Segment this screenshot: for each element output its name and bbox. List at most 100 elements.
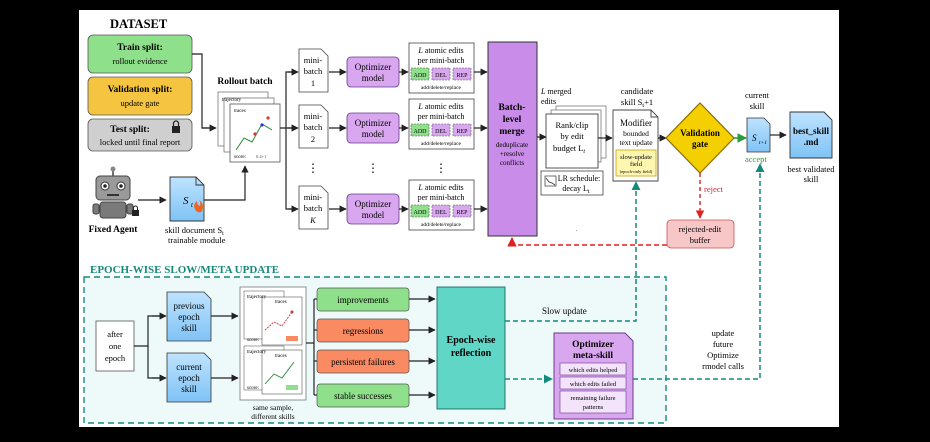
slow-update-field [615, 149, 657, 177]
skill-caption-1: skill document St [165, 225, 224, 237]
meta-item-label-a: remaining failure [571, 395, 616, 402]
after-one-epoch-box: after one epoch [95, 320, 135, 372]
edit-op-rep [452, 204, 472, 218]
svg-text:reflection: reflection [451, 348, 492, 359]
dataset-title: DATASET [110, 17, 168, 31]
edit-op-label: ADD [414, 129, 428, 135]
cards-caption-2: different skills [251, 412, 294, 421]
svg-text:LR schedule:: LR schedule: [558, 174, 600, 183]
update-text-1: update [712, 328, 735, 338]
meta-update-arrow [633, 163, 765, 380]
best-caption-1: best validated [788, 164, 836, 174]
svg-text:deduplicate: deduplicate [496, 141, 528, 149]
train-split-title: Train split: [117, 43, 162, 53]
category-4: stable successes [316, 383, 410, 408]
svg-text:Epoch-wise: Epoch-wise [447, 335, 496, 346]
slow-update-arrow [505, 181, 641, 322]
category-1: improvements [316, 287, 410, 312]
reject-label: reject [704, 184, 724, 194]
svg-text:previous: previous [174, 301, 205, 311]
current-skill-label-1: current [745, 90, 770, 100]
edit-op-label: DEL [435, 129, 447, 135]
edits-subtitle: per mini-batch [418, 56, 465, 65]
edit-op-add [410, 204, 430, 218]
svg-text:slow-update: slow-update [620, 154, 652, 161]
test-split-box: Test split: locked until final report [87, 118, 193, 152]
svg-text:best_skill: best_skill [793, 126, 830, 136]
train-split-box: Train split: rollout evidence [87, 34, 193, 74]
edit-op-del [431, 123, 451, 137]
update-text-3: Optimize [707, 350, 739, 360]
svg-text:level: level [503, 115, 522, 125]
minibatch-k: mini- batch K [298, 185, 329, 230]
svg-text:traces: traces [275, 354, 287, 359]
rollout-score-label: score: [234, 155, 246, 160]
svg-text:decay Lt: decay Lt [562, 184, 590, 195]
svg-text:mini-: mini- [304, 55, 323, 65]
svg-text:trajectory: trajectory [247, 350, 267, 355]
test-split-sub: locked until final report [100, 137, 181, 147]
meta-item-label: which edits failed [570, 381, 617, 388]
svg-text:budget Lt: budget Lt [553, 143, 585, 155]
optimizer-meta-skill: Optimizer meta-skill which edits helpedw… [553, 332, 634, 420]
svg-text:.md: .md [804, 137, 819, 147]
svg-text:⋮: ⋮ [435, 161, 447, 175]
merged-edits-label-1: L merged [540, 87, 571, 96]
edit-op-label: REP [456, 73, 468, 79]
slow-update-label: Slow update [542, 306, 587, 316]
accept-label: accept [745, 154, 767, 164]
category-2: regressions [316, 318, 410, 343]
best-caption-2: skill [804, 174, 819, 184]
rollout-card-label-1: trajectory [222, 98, 242, 103]
meta-item-box [559, 376, 627, 390]
minibatch-2: mini- batch 2 [298, 104, 329, 149]
svg-text:batch: batch [304, 66, 323, 76]
meta-skill-items: which edits helped which edits failed rema… [559, 362, 627, 414]
svg-text:after: after [107, 329, 123, 339]
svg-text:traces: traces [275, 300, 287, 305]
meta-item-box [559, 390, 627, 414]
edit-op-del [431, 204, 451, 218]
minibatch-dots: ⋮ [307, 161, 319, 175]
current-skill-document: S t+1 [746, 117, 771, 153]
edits-title: L atomic edits [417, 183, 463, 192]
optimizer-model-k: Optimizer model [346, 193, 400, 225]
svg-text:⋮: ⋮ [367, 161, 379, 175]
fire-icon [194, 200, 203, 213]
minibatch-1: mini- batch 1 [298, 48, 329, 93]
current-skill-label-2: skill [750, 101, 765, 111]
meta-item-label: which edits helped [569, 367, 618, 374]
svg-text:Optimizer: Optimizer [355, 199, 392, 209]
lock-icon [172, 120, 180, 133]
svg-text:epoch: epoch [178, 312, 200, 322]
svg-text:meta-skill: meta-skill [573, 351, 613, 361]
edits-caption: add/delete/replace [421, 85, 462, 91]
svg-text:batch: batch [304, 203, 323, 213]
rollout-score-value: 0.4+1 [256, 154, 266, 159]
category-label: stable successes [334, 391, 392, 401]
skill-symbol-sub: t [191, 201, 194, 209]
svg-text:epoch: epoch [178, 373, 200, 383]
edit-op-del [431, 67, 451, 81]
modifier-document: Modifier bounded text update slow-update… [612, 109, 659, 182]
rollout-title: Rollout batch [217, 77, 273, 87]
candidate-label-1: candidate [621, 86, 654, 96]
meta-item-label-b: patterns [583, 404, 604, 411]
svg-text:Rank/clip: Rank/clip [555, 120, 588, 130]
edits-subtitle: per mini-batch [418, 112, 465, 121]
skill-caption-2: trainable module [168, 235, 226, 245]
svg-text:conflicts: conflicts [500, 159, 524, 167]
previous-epoch-skill: previous epoch skill [166, 291, 212, 342]
skill-to-rollout-arrow [204, 165, 249, 201]
svg-text:K: K [309, 215, 317, 225]
edit-op-label: REP [456, 210, 468, 216]
svg-text:batch: batch [304, 122, 323, 132]
optimizer-model-1: Optimizer model [346, 56, 400, 88]
meta-item-box [559, 362, 627, 376]
